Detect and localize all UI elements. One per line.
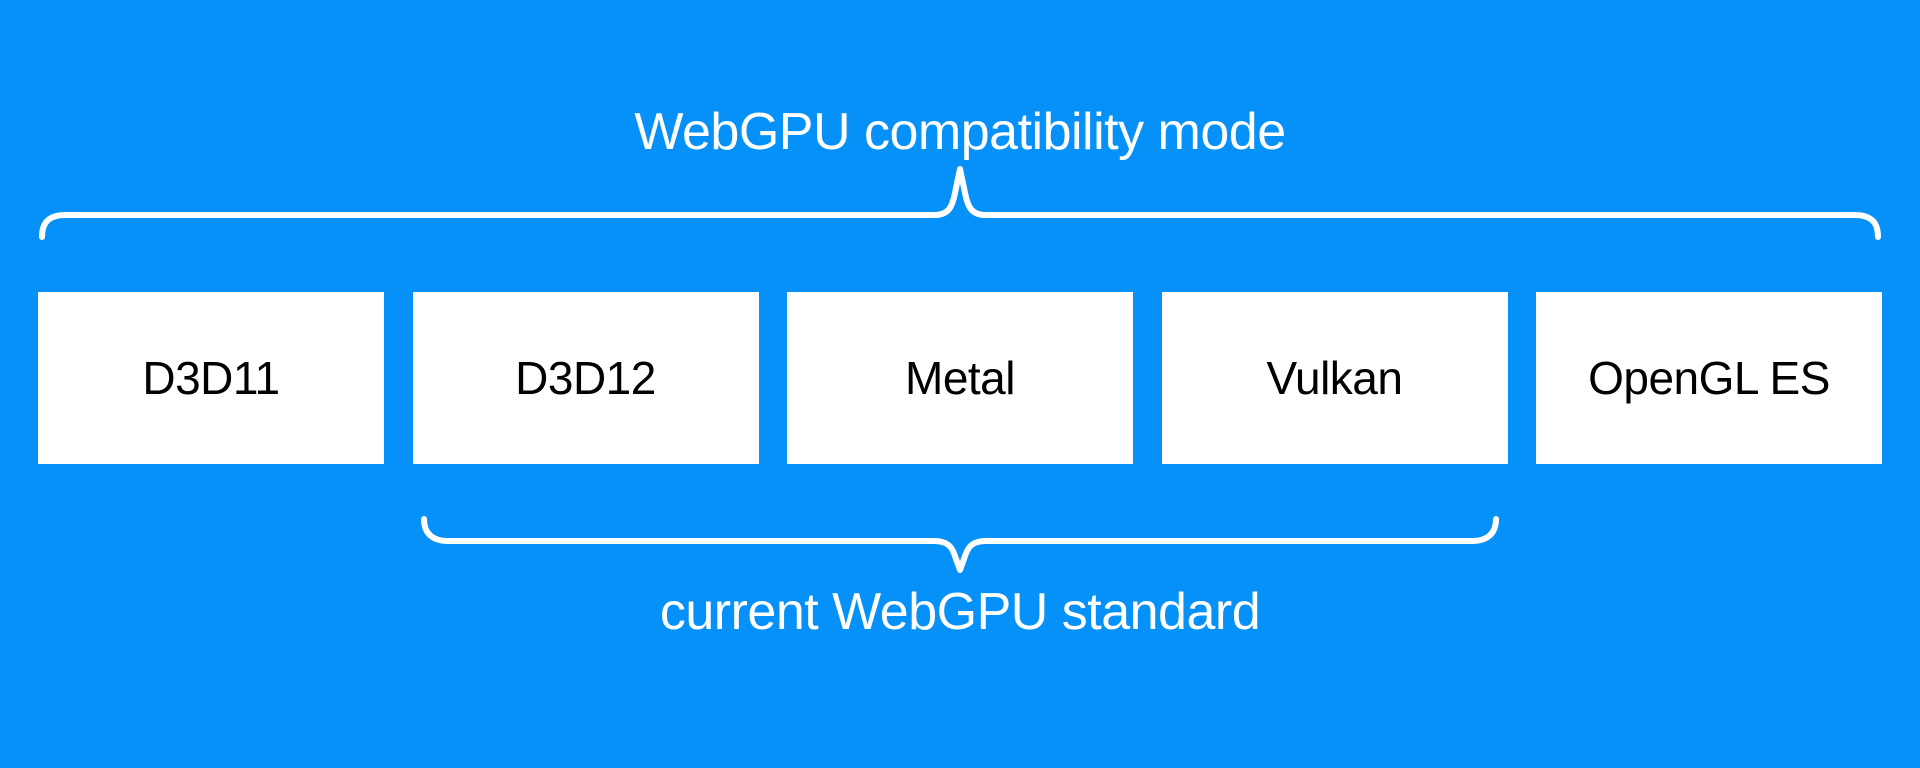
backend-box-label: D3D11 (142, 352, 280, 404)
backend-box-label: OpenGL ES (1588, 352, 1830, 404)
backend-box-label: Metal (905, 352, 1015, 404)
backend-box-metal: Metal (787, 292, 1133, 464)
bottom-group-title: current WebGPU standard (659, 583, 1261, 641)
backend-box-label: D3D12 (515, 352, 656, 404)
backend-box-row: D3D11 D3D12 Metal Vulkan OpenGL ES (38, 292, 1882, 464)
top-group-title: WebGPU compatibility mode (634, 103, 1286, 161)
bottom-brace-icon (421, 516, 1499, 573)
backend-box-opengl-es: OpenGL ES (1536, 292, 1882, 464)
backend-box-d3d11: D3D11 (38, 292, 384, 464)
backend-box-vulkan: Vulkan (1161, 292, 1508, 464)
backend-box-label: Vulkan (1266, 352, 1403, 404)
backend-box-d3d12: D3D12 (412, 292, 759, 464)
top-brace-icon (39, 166, 1881, 240)
